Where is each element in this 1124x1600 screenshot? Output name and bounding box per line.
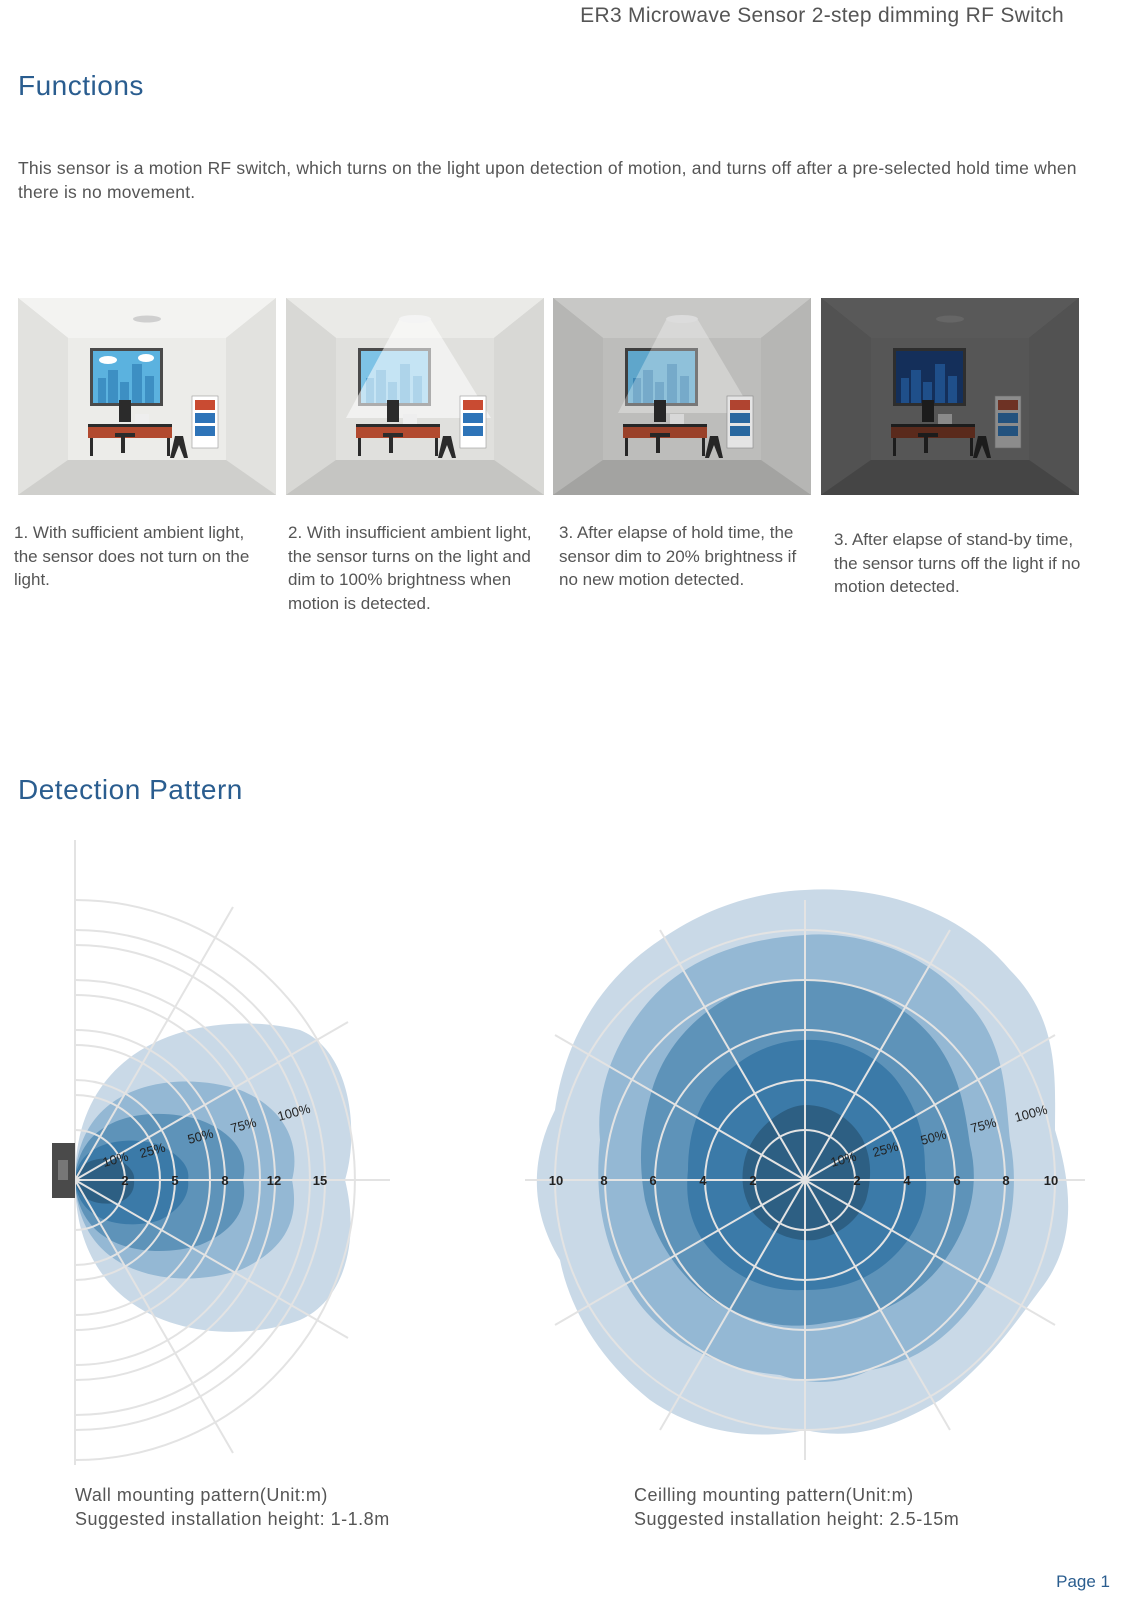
ceiling-percent-label: 50% [919,1127,948,1148]
scene-light-on [286,298,544,495]
ceiling-tick-label: 2 [749,1173,756,1188]
functions-section-title: Functions [18,70,144,101]
wall-percent-label: 10% [101,1149,130,1170]
caption-step-4: 3. After elapse of stand-by time, the se… [834,530,1081,596]
wall-pattern-height: Suggested installation height: 1-1.8m [75,1509,390,1529]
ceiling-pattern-label: Ceilling mounting pattern(Unit:m) Sugges… [634,1483,959,1531]
wall-pattern-title: Wall mounting pattern(Unit:m) [75,1485,328,1505]
ceiling-tick-label: 6 [953,1173,960,1188]
wall-percent-label: 50% [186,1126,215,1147]
wall-tick-label: 12 [267,1173,281,1188]
caption-step-3: 3. After elapse of hold time, the sensor… [559,523,797,589]
ceiling-tick-label: 2 [853,1173,860,1188]
document-header-title: ER3 Microwave Sensor 2-step dimming RF S… [580,4,1064,27]
wall-tick-label: 2 [121,1173,128,1188]
wall-mounting-diagram [52,840,390,1465]
wall-pattern-label: Wall mounting pattern(Unit:m) Suggested … [75,1483,390,1531]
wall-tick-label: 8 [221,1173,228,1188]
page-number: Page 1 [1056,1572,1110,1591]
ceiling-tick-label: 8 [1002,1173,1009,1188]
wall-tick-label: 15 [313,1173,327,1188]
ceiling-pattern-title: Ceilling mounting pattern(Unit:m) [634,1485,914,1505]
ceiling-tick-label: 8 [600,1173,607,1188]
ceiling-percent-label: 10% [829,1149,858,1170]
ceiling-percent-label: 75% [969,1115,998,1136]
ceiling-percent-labels: 10% 25% 50% 75% 100% [829,1102,1049,1170]
ceiling-tick-label: 10 [549,1173,563,1188]
ceiling-tick-label: 4 [903,1173,911,1188]
ceiling-axis-ticks: 10 8 6 4 2 2 4 6 8 10 [549,1173,1058,1188]
ceiling-tick-label: 4 [699,1173,707,1188]
scene-dimmed [553,298,811,495]
ceiling-mounting-diagram [525,889,1085,1460]
caption-step-1: 1. With sufficient ambient light, the se… [14,523,250,589]
ceiling-tick-label: 10 [1044,1173,1058,1188]
caption-step-2: 2. With insufficient ambient light, the … [288,523,532,613]
ceiling-tick-label: 6 [649,1173,656,1188]
wall-axis-ticks: 2 5 8 12 15 [121,1173,327,1188]
wall-percent-label: 75% [229,1115,258,1136]
wall-percent-label: 25% [138,1140,167,1161]
wall-tick-label: 5 [171,1173,178,1188]
detection-section-title: Detection Pattern [18,774,243,805]
ceiling-pattern-height: Suggested installation height: 2.5-15m [634,1509,960,1529]
scene-light-off [821,298,1079,495]
wall-percent-labels: 10% 25% 50% 75% 100% [101,1101,312,1170]
ceiling-percent-label: 25% [871,1139,900,1160]
functions-intro: This sensor is a motion RF switch, which… [18,158,1077,202]
detection-pattern-diagrams: 2 5 8 12 15 10% 25% 50% 75% 100% [52,840,1085,1465]
scene-ambient-light [18,298,276,495]
